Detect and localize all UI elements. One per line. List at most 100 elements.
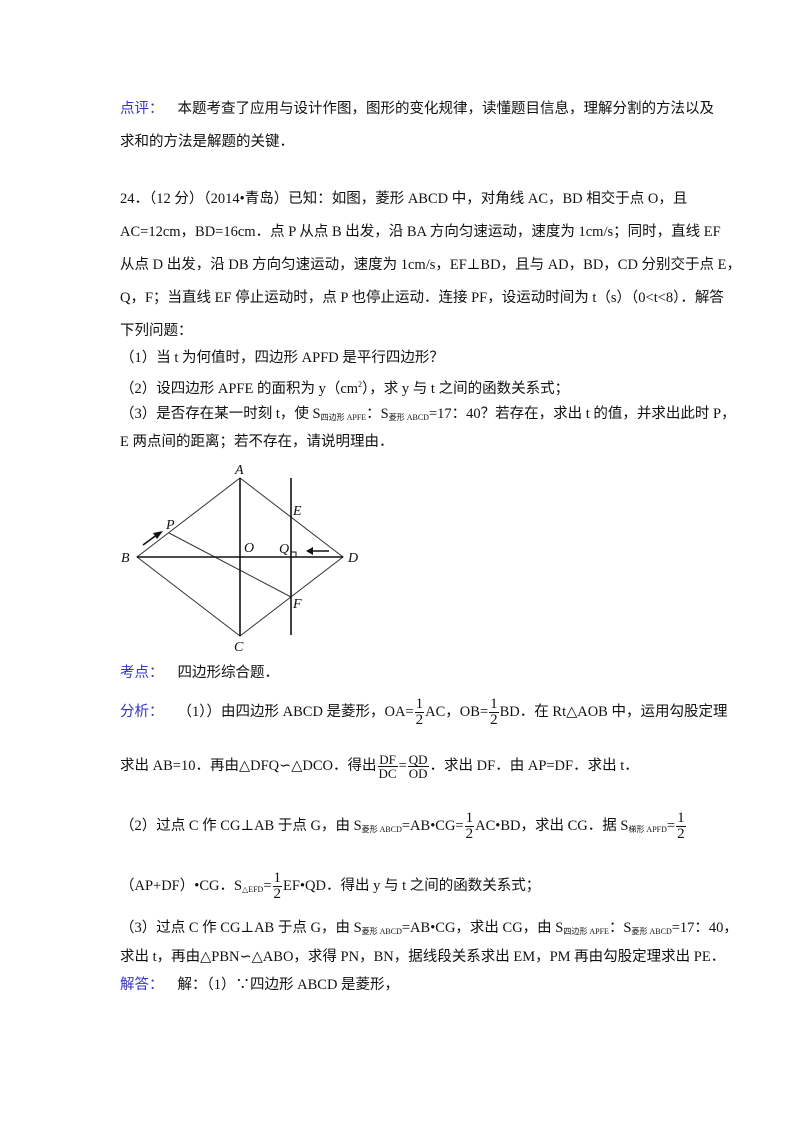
subscript: 菱形 ABCD	[361, 824, 402, 834]
fraction-numerator: 1	[489, 696, 499, 713]
analysis-text: ．求出 DF．由 AP=DF．求出 t．	[429, 758, 639, 774]
segment-pf	[168, 532, 292, 598]
kaodian-label: 考点：	[120, 665, 164, 681]
question-text: =17：40？若存在，求出 t 的值，并求出此时 P，	[428, 406, 736, 422]
fraction-denominator: 2	[273, 886, 282, 902]
fraction-denominator: OD	[408, 766, 428, 782]
problem-line-1: 24．（12 分）（2014•青岛）已知：如图，菱形 ABCD 中，对角线 AC…	[120, 189, 687, 209]
fraction-denominator: 2	[677, 826, 685, 842]
label-c: C	[234, 640, 244, 655]
question-text: （1）当 t 为何值时，四边形 APFD 是平行四边形？	[120, 350, 444, 366]
question-3-line-2: E 两点间的距离；若不存在，请说明理由．	[120, 432, 393, 452]
analysis-text: （2）过点 C 作 CG⊥AB 于点 G，由 S	[120, 817, 362, 834]
fraction-numerator: 1	[272, 870, 282, 887]
subscript: 菱形 ABCD	[631, 927, 672, 936]
analysis-text: =	[263, 877, 272, 894]
subscript: △EFD	[242, 884, 264, 894]
label-e: E	[292, 504, 302, 519]
question-text: （3）是否存在某一时刻 t，使 S	[120, 406, 321, 422]
problem-line-5: 下列问题：	[120, 321, 193, 341]
analysis-text: 求出 AB=10．再由△DFQ∽△DCO．得出	[120, 758, 377, 774]
label-q: Q	[279, 542, 289, 557]
analysis-text: =17：40，	[671, 920, 738, 936]
analysis-label: 分析：	[120, 703, 164, 720]
right-angle-mark	[291, 551, 297, 557]
answer-label: 解答：	[120, 977, 164, 993]
equals-sign: =	[398, 758, 407, 774]
label-b: B	[121, 551, 130, 566]
problem-line-2: AC=12cm，BD=16cm．点 P 从点 B 出发，沿 BA 方向匀速运动，…	[120, 222, 721, 242]
review-line-2: 求和的方法是解题的关键．	[120, 132, 294, 152]
review-text-2: 求和的方法是解题的关键．	[120, 134, 294, 150]
superscript: 2	[358, 380, 363, 389]
analysis-text: （1））由四边形 ABCD 是菱形，OA=	[177, 703, 414, 720]
label-f: F	[292, 597, 302, 612]
analysis-text: ：S	[608, 920, 632, 936]
kaodian-text: 四边形综合题．	[177, 665, 280, 681]
kaodian-line: 考点： 四边形综合题．	[120, 663, 279, 683]
question-2: （2）设四边形 APFE 的面积为 y（cm2），求 y 与 t 之间的函数关系…	[120, 375, 569, 399]
question-text: ），求 y 与 t 之间的函数关系式；	[362, 381, 570, 397]
fraction-denominator: 2	[490, 712, 498, 728]
fraction-numerator: 1	[414, 696, 425, 713]
label-d: D	[347, 551, 358, 566]
review-label: 点评：	[120, 101, 164, 117]
analysis-line-6: 求出 t，再由△PBN∽△ABO，求得 PN，BN，据线段关系求出 EM，PM …	[120, 947, 725, 967]
fraction-numerator: 1	[464, 810, 475, 827]
problem-text: 24．（12 分）（2014•青岛）已知：如图，菱形 ABCD 中，对角线 AC…	[120, 191, 688, 207]
question-3: （3）是否存在某一时刻 t，使 S四边形 APFE：S菱形 ABCD=17：40…	[120, 404, 736, 428]
question-text: E 两点间的距离；若不存在，请说明理由．	[120, 434, 394, 450]
subscript: 梯形 APFD	[628, 824, 667, 834]
fraction-denominator: 2	[415, 712, 424, 728]
analysis-text: =	[666, 817, 676, 834]
problem-line-4: Q，F；当直线 EF 停止运动时，点 P 也停止运动．连接 PF，设运动时间为 …	[120, 288, 724, 308]
fraction-denominator: 2	[465, 826, 474, 842]
subscript: 四边形 APFE	[563, 927, 609, 936]
label-a: A	[234, 463, 244, 478]
answer-text: 解：（1）∵四边形 ABCD 是菱形，	[177, 977, 400, 993]
problem-text: Q，F；当直线 EF 停止运动时，点 P 也停止运动．连接 PF，设运动时间为 …	[120, 290, 724, 306]
problem-text: AC=12cm，BD=16cm．点 P 从点 B 出发，沿 BA 方向匀速运动，…	[120, 224, 721, 240]
analysis-text: AC•BD，求出 CG．据 S	[475, 817, 629, 834]
answer-line: 解答： 解：（1）∵四边形 ABCD 是菱形，	[120, 975, 399, 995]
problem-text: 从点 D 出发，沿 DB 方向匀速运动，速度为 1cm/s，EF⊥BD，且与 A…	[120, 257, 742, 273]
fraction-denominator: DC	[378, 766, 397, 782]
label-p: P	[165, 518, 175, 533]
fraction-numerator: 1	[676, 810, 686, 827]
arrow-up-right-icon	[142, 531, 163, 546]
question-text: ：S	[366, 406, 389, 422]
question-1: （1）当 t 为何值时，四边形 APFD 是平行四边形？	[120, 348, 444, 368]
rhombus-diagram: A B C D O P E F Q	[121, 463, 358, 655]
subscript: 四边形 APFE	[320, 413, 367, 422]
analysis-text: =AB•CG，求出 CG，由 S	[401, 920, 564, 936]
analysis-line-5: （3）过点 C 作 CG⊥AB 于点 G，由 S菱形 ABCD=AB•CG，求出…	[120, 918, 738, 942]
analysis-text: （3）过点 C 作 CG⊥AB 于点 G，由 S	[120, 920, 362, 936]
subscript: 菱形 ABCD	[361, 927, 402, 936]
analysis-text: AC，OB=	[425, 703, 489, 720]
analysis-text: 求出 t，再由△PBN∽△ABO，求得 PN，BN，据线段关系求出 EM，PM …	[120, 949, 726, 965]
analysis-text: BD．在 Rt△AOB 中，运用勾股定理	[499, 703, 728, 720]
review-text-1: 本题考查了应用与设计作图，图形的变化规律，读懂题目信息，理解分割的方法以及	[177, 101, 715, 117]
analysis-text: （AP+DF）•CG．S	[120, 877, 243, 894]
label-o: O	[244, 541, 254, 556]
question-text: （2）设四边形 APFE 的面积为 y（cm	[120, 381, 359, 397]
review-line-1: 点评： 本题考查了应用与设计作图，图形的变化规律，读懂题目信息，理解分割的方法以及	[120, 99, 714, 119]
analysis-text: EF•QD．得出 y 与 t 之间的函数关系式；	[283, 877, 541, 894]
fraction-numerator: DF	[377, 752, 398, 768]
problem-line-3: 从点 D 出发，沿 DB 方向匀速运动，速度为 1cm/s，EF⊥BD，且与 A…	[120, 255, 741, 275]
problem-text: 下列问题：	[120, 323, 193, 339]
subscript: 菱形 ABCD	[388, 413, 429, 422]
fraction-numerator: QD	[407, 752, 429, 768]
arrow-left-icon	[306, 547, 329, 555]
